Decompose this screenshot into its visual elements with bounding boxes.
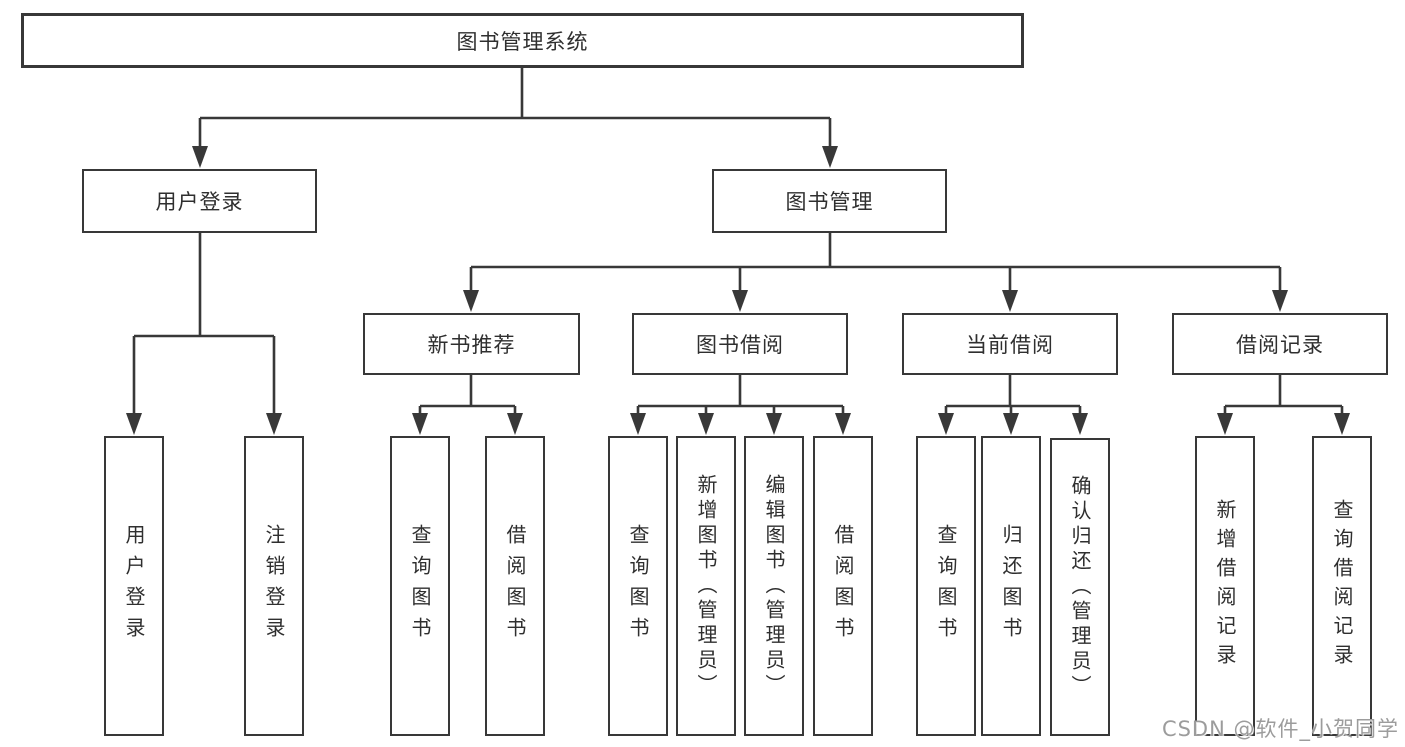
leaf-borrow-books-recommend: 借阅图书	[485, 436, 545, 736]
leaf-borrow-books: 借阅图书	[813, 436, 873, 736]
connector-current-borrow-branch	[944, 375, 1082, 416]
connector-new-book-branch	[418, 375, 517, 416]
connector-borrow-record-branch	[1223, 375, 1344, 416]
node-book-management: 图书管理	[712, 169, 947, 233]
leaf-edit-book-admin: 编辑图书（管理员）	[744, 436, 804, 736]
leaf-query-books-recommend: 查询图书	[390, 436, 450, 736]
node-library-management-system: 图书管理系统	[21, 13, 1024, 68]
leaf-return-book: 归还图书	[981, 436, 1041, 736]
connector-book-borrow-branch	[636, 375, 845, 416]
leaf-logout: 注销登录	[244, 436, 304, 736]
connector-user-login-branch	[132, 233, 276, 416]
leaf-add-book-admin: 新增图书（管理员）	[676, 436, 736, 736]
watermark-csdn: CSDN @软件_小贺同学	[1161, 717, 1399, 741]
node-book-borrowing: 图书借阅	[632, 313, 848, 375]
leaf-confirm-return-admin: 确认归还（管理员）	[1050, 438, 1110, 736]
leaf-add-borrow-record: 新增借阅记录	[1195, 436, 1255, 736]
leaf-query-books-current: 查询图书	[916, 436, 976, 736]
node-new-book-recommendation: 新书推荐	[363, 313, 580, 375]
leaf-query-borrow-record: 查询借阅记录	[1312, 436, 1372, 736]
leaf-query-books-borrow: 查询图书	[608, 436, 668, 736]
node-current-borrowing: 当前借阅	[902, 313, 1118, 375]
connector-book-mgmt-branch	[469, 233, 1282, 292]
connector-root-to-level2	[198, 68, 832, 149]
arrowheads	[126, 146, 1350, 435]
node-borrowing-records: 借阅记录	[1172, 313, 1388, 375]
leaf-user-login: 用户登录	[104, 436, 164, 736]
node-user-login: 用户登录	[82, 169, 317, 233]
